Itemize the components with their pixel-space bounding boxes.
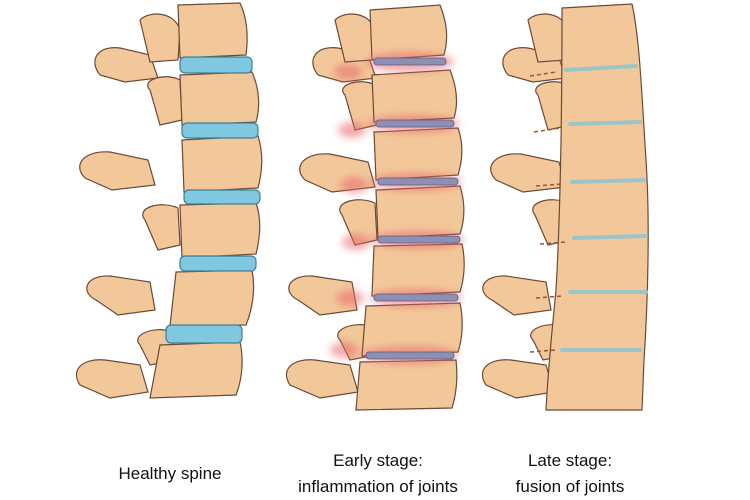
- facet-joint: [148, 77, 182, 125]
- vertebral-body: [356, 360, 457, 410]
- panel-early-stage: [286, 5, 464, 410]
- spinous-process: [76, 360, 148, 398]
- caption-line: fusion of joints: [450, 474, 690, 500]
- panel-late-stage: [482, 4, 648, 410]
- spinous-process: [286, 360, 358, 398]
- caption-line: Healthy spine: [50, 461, 290, 487]
- caption-late-stage: Late stage: fusion of joints: [450, 448, 690, 500]
- spinous-process: [87, 276, 155, 315]
- vertebral-body: [374, 128, 462, 180]
- vertebral-body: [180, 72, 259, 125]
- vertebral-body: [178, 3, 247, 58]
- vertebral-body: [150, 342, 242, 398]
- vertebral-body: [182, 136, 262, 192]
- spinous-process: [491, 154, 566, 192]
- vertebral-body: [170, 270, 254, 326]
- vertebral-body: [372, 244, 464, 296]
- vertebral-body: [372, 70, 457, 122]
- vertebral-body: [376, 186, 464, 238]
- spine-illustration: [0, 0, 750, 440]
- spinous-process: [80, 152, 155, 190]
- facet-joint: [143, 205, 180, 250]
- spinous-process: [483, 276, 551, 315]
- caption-line: Late stage:: [450, 448, 690, 474]
- vertebral-body: [180, 203, 260, 258]
- spinous-process: [482, 360, 554, 398]
- vertebral-body: [370, 5, 447, 60]
- caption-healthy-spine: Healthy spine: [50, 461, 290, 487]
- panel-healthy-spine: [76, 3, 261, 398]
